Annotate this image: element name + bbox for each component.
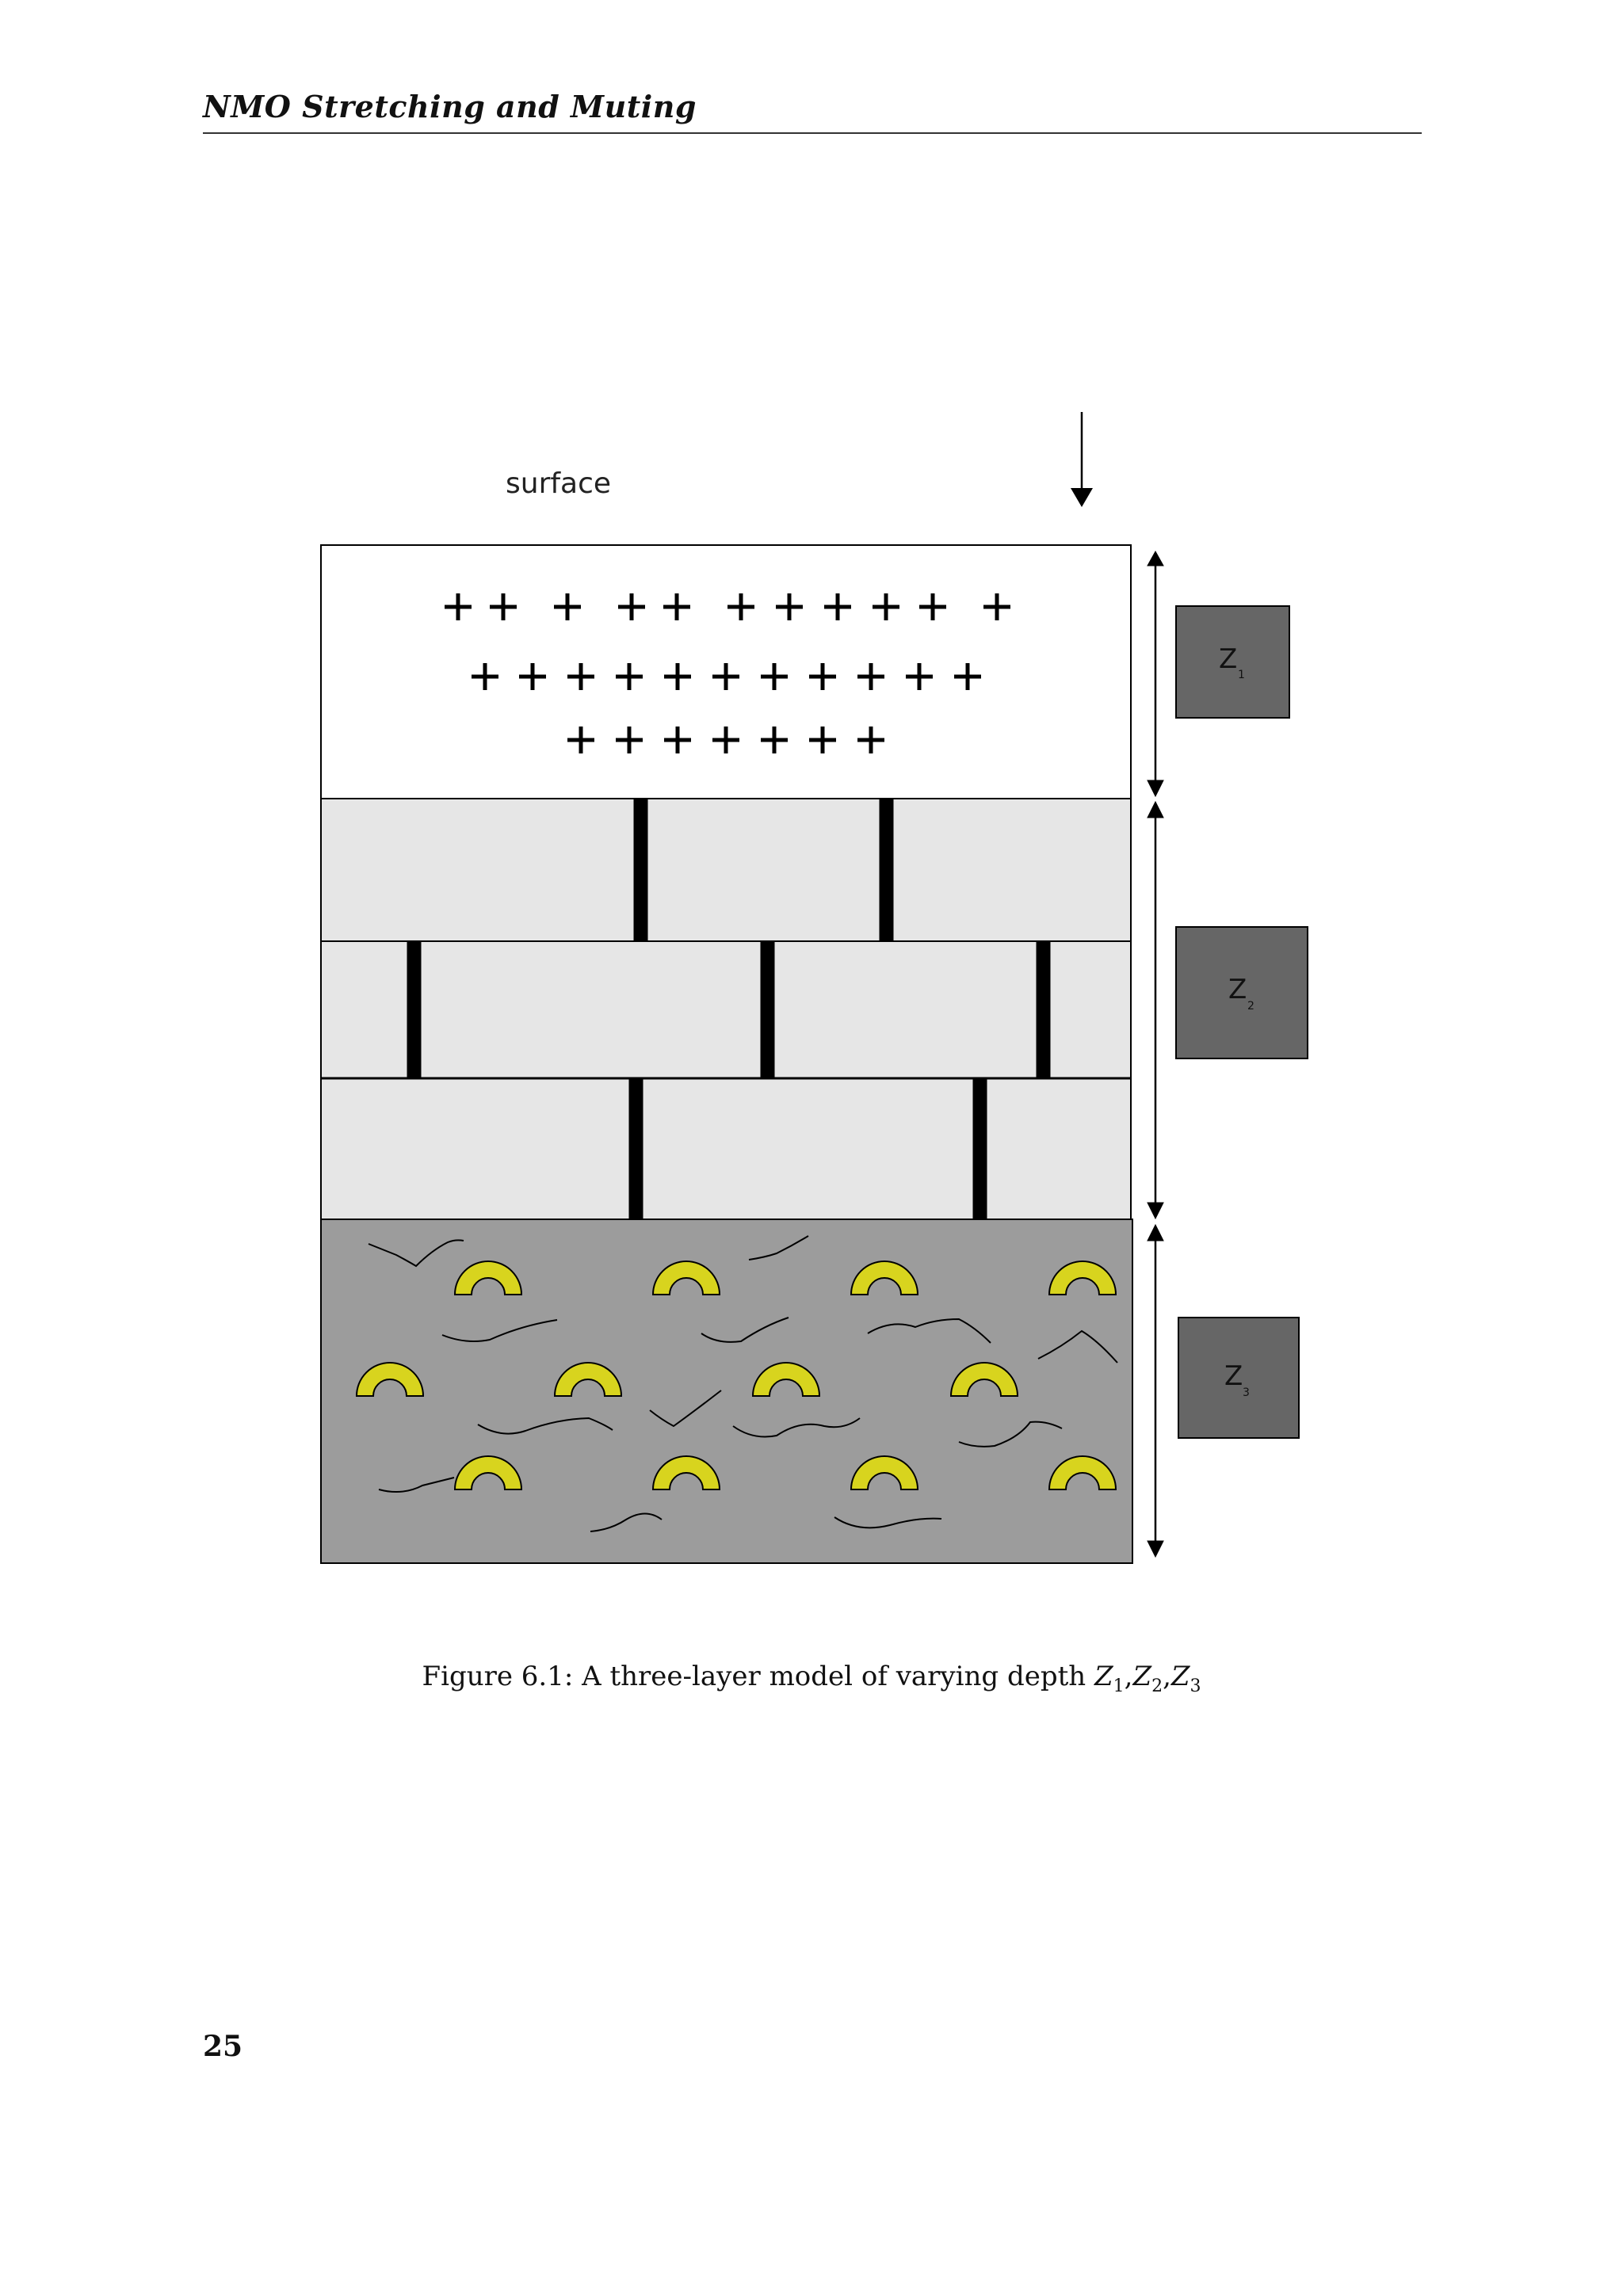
layer-1-plus-pattern <box>445 593 1010 753</box>
squiggle-line <box>958 1421 1063 1447</box>
squiggle-line <box>378 1477 455 1493</box>
plus-mark <box>663 593 690 620</box>
plus-mark <box>618 593 645 620</box>
plus-mark <box>919 593 946 620</box>
plus-mark <box>664 727 691 753</box>
plus-mark <box>776 593 803 620</box>
plus-mark <box>554 593 581 620</box>
plus-mark <box>490 593 517 620</box>
layer-3-squiggles <box>368 1235 1118 1532</box>
plus-mark <box>519 663 546 690</box>
plus-mark <box>809 727 836 753</box>
squiggle-line <box>867 1318 991 1344</box>
plus-mark <box>712 663 739 690</box>
plus-mark <box>472 663 498 690</box>
plus-mark <box>761 727 788 753</box>
plus-mark <box>567 663 594 690</box>
depth-label-z3: Z 3 <box>1178 1317 1300 1439</box>
plus-mark <box>445 593 472 620</box>
layer-3-arc-pattern <box>355 1261 1117 1490</box>
plus-mark <box>616 663 643 690</box>
squiggle-line <box>732 1417 861 1438</box>
page-number: 25 <box>203 2030 243 2063</box>
depth-label-z2: Z 2 <box>1175 926 1308 1059</box>
arc-shape <box>751 1362 821 1397</box>
plus-mark <box>857 727 884 753</box>
svg-text:Z: Z <box>1224 1360 1243 1392</box>
squiggle-line <box>1037 1329 1118 1363</box>
plus-mark <box>809 663 836 690</box>
layer-3 <box>320 1219 1133 1564</box>
surface-arrow-icon <box>1071 412 1093 507</box>
svg-text:Z: Z <box>1219 643 1237 675</box>
plus-mark <box>954 663 981 690</box>
arc-shape <box>553 1362 623 1397</box>
svg-text:2: 2 <box>1247 1000 1254 1013</box>
depth-label-z1: Z 1 <box>1175 605 1290 719</box>
running-title: NMO Stretching and Muting <box>203 89 697 124</box>
plus-mark <box>857 663 884 690</box>
arc-shape <box>850 1455 919 1490</box>
plus-mark <box>727 593 754 620</box>
svg-text:Z: Z <box>1228 974 1247 1005</box>
depth-arrows <box>1147 550 1164 1558</box>
squiggle-line <box>441 1319 558 1342</box>
squiggle-line <box>748 1235 809 1261</box>
squiggle-line <box>834 1516 942 1529</box>
plus-mark <box>664 663 691 690</box>
arc-shape <box>651 1261 721 1295</box>
arc-shape <box>453 1455 523 1490</box>
plus-mark <box>824 593 851 620</box>
surface-label: surface <box>506 467 611 500</box>
plus-mark <box>906 663 933 690</box>
arc-shape <box>850 1261 919 1295</box>
svg-text:1: 1 <box>1238 669 1245 681</box>
arc-shape <box>1048 1455 1117 1490</box>
arc-shape <box>355 1362 425 1397</box>
layer-2 <box>320 798 1132 1220</box>
figure-caption: Figure 6.1: A three-layer model of varyi… <box>422 1661 1201 1696</box>
plus-mark <box>712 727 739 753</box>
squiggle-line <box>590 1512 663 1532</box>
arc-shape <box>1048 1261 1117 1295</box>
caption-text: Figure 6.1: A three-layer model of varyi… <box>422 1661 1095 1692</box>
plus-mark <box>761 663 788 690</box>
arc-shape <box>949 1362 1019 1397</box>
arc-shape <box>453 1261 523 1295</box>
squiggle-line <box>477 1417 613 1435</box>
plus-mark <box>616 727 643 753</box>
squiggle-line <box>701 1317 789 1343</box>
plus-mark <box>567 727 594 753</box>
layer-2-brick-lines <box>321 798 1131 1220</box>
plus-mark <box>983 593 1010 620</box>
svg-text:3: 3 <box>1243 1386 1250 1399</box>
header-rule <box>203 132 1422 134</box>
arc-shape <box>651 1455 721 1490</box>
squiggle-line <box>649 1390 722 1428</box>
squiggle-line <box>368 1239 464 1268</box>
plus-mark <box>873 593 899 620</box>
